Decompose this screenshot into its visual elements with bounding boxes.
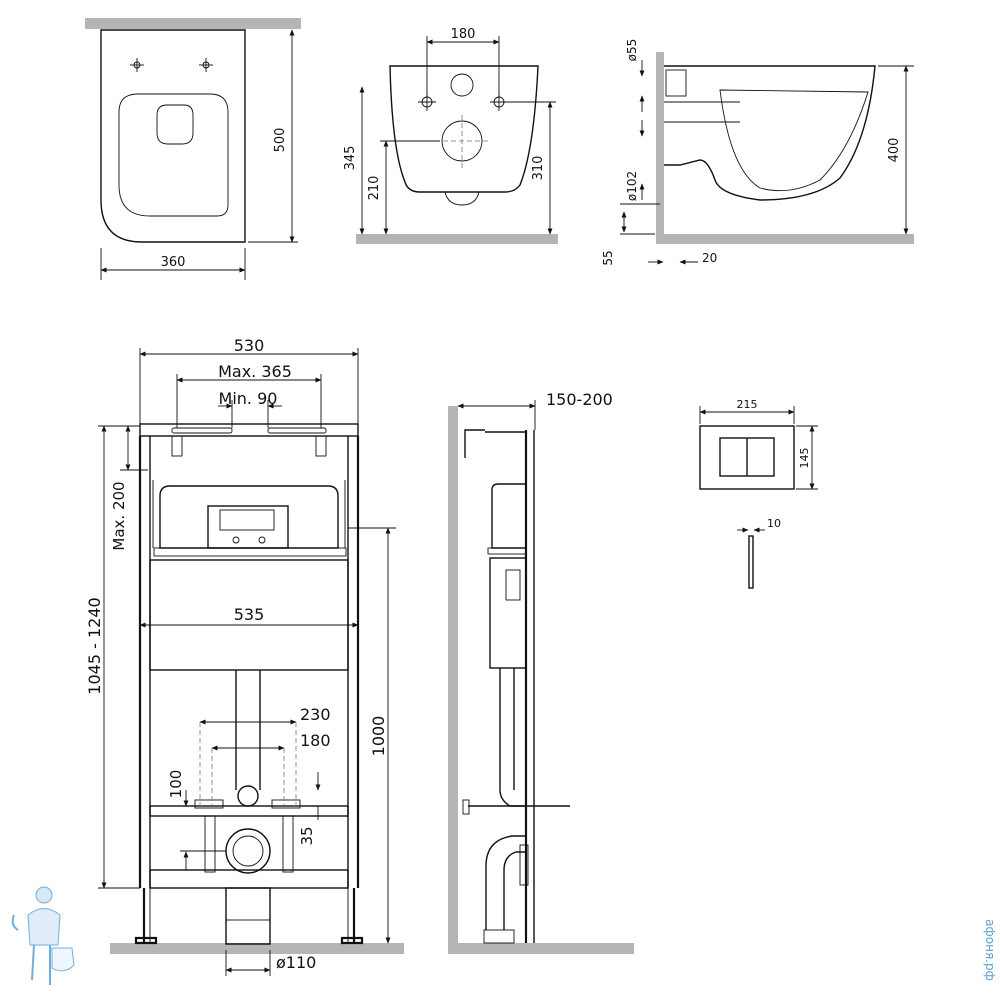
mount-hole-right xyxy=(199,58,213,72)
dim-535: 535 xyxy=(234,605,265,624)
dim-360: 360 xyxy=(161,255,186,270)
dim-1045-1240: 1045 - 1240 xyxy=(85,597,104,694)
dim-500: 500 xyxy=(273,128,288,153)
dim-max200: Max. 200 xyxy=(110,481,128,550)
tank-lid xyxy=(153,547,347,557)
cistern-side xyxy=(489,557,527,669)
drain-bend xyxy=(485,835,526,930)
tank-side-top xyxy=(491,483,527,549)
dim-180-frame: 180 xyxy=(300,731,331,750)
dim-150-200: 150-200 xyxy=(546,390,613,409)
bolt-crossbar xyxy=(149,805,349,817)
floor-hatch-side xyxy=(656,234,914,244)
inlet-connector xyxy=(665,69,687,97)
bowl-front-view: 180 345 210 310 xyxy=(343,27,558,244)
dim-215: 215 xyxy=(737,398,758,411)
wall-hatch-frame xyxy=(448,406,458,954)
dim-145: 145 xyxy=(798,448,811,469)
seat-outline xyxy=(118,93,229,217)
flush-plate xyxy=(699,425,795,490)
dim-10: 10 xyxy=(767,517,781,530)
wall-bracket xyxy=(464,429,485,458)
dim-210: 210 xyxy=(367,176,382,201)
cistern xyxy=(149,559,349,671)
floor-hatch-frame xyxy=(110,943,404,954)
frame-side-view: 150-200 xyxy=(448,390,634,954)
bowl-inner-curve xyxy=(719,89,869,192)
flush-mechanism xyxy=(207,505,289,549)
dim-345: 345 xyxy=(343,146,358,171)
plumber-logo xyxy=(11,886,75,985)
wall-hatch xyxy=(85,18,301,29)
dim-35: 35 xyxy=(298,826,316,845)
bracket-left xyxy=(171,435,183,457)
frame-front-view: 530 Max. 365 Min. 90 Max. 200 1045 - 124… xyxy=(85,336,404,976)
bowl-base xyxy=(444,191,480,206)
flush-plate-view: 215 145 10 xyxy=(699,398,818,589)
watermark-text: афоня.рф xyxy=(983,919,997,981)
bowl-side-outline xyxy=(664,65,876,201)
dim-min90: Min. 90 xyxy=(219,389,278,408)
floor-hatch-frame-side xyxy=(448,943,634,954)
dim-530: 530 xyxy=(234,336,265,355)
wall-hatch-side xyxy=(656,52,664,242)
dim-400: 400 xyxy=(887,138,902,163)
water-connection xyxy=(237,785,259,807)
dim-310: 310 xyxy=(531,156,546,181)
dim-max365: Max. 365 xyxy=(218,362,292,381)
inlet-hole xyxy=(450,73,474,97)
bowl-front-outline xyxy=(389,65,539,193)
dim-d55: ø55 xyxy=(625,39,639,62)
mount-hole-left xyxy=(130,58,144,72)
bowl-opening xyxy=(156,104,194,145)
side-pipe xyxy=(499,668,526,807)
top-rail xyxy=(139,423,359,437)
tank-top xyxy=(159,485,339,549)
bowl-top-view: 500 360 xyxy=(85,18,301,280)
dim-1000: 1000 xyxy=(369,716,388,757)
bowl-outline xyxy=(100,29,246,243)
dim-d102: ø102 xyxy=(625,171,639,201)
dim-100: 100 xyxy=(167,770,185,799)
dim-230: 230 xyxy=(300,705,331,724)
floor-hatch xyxy=(356,234,558,244)
flush-plate-profile xyxy=(748,535,754,589)
bracket-right xyxy=(315,435,327,457)
dim-20: 20 xyxy=(702,251,717,265)
bowl-side-view: ø55 ø102 400 55 20 xyxy=(601,39,914,266)
drain-pipe xyxy=(225,887,271,945)
dim-180-top: 180 xyxy=(451,27,476,42)
dim-d110: ø110 xyxy=(276,953,316,972)
outlet-hole xyxy=(441,120,483,162)
dim-55-floor: 55 xyxy=(601,250,615,265)
